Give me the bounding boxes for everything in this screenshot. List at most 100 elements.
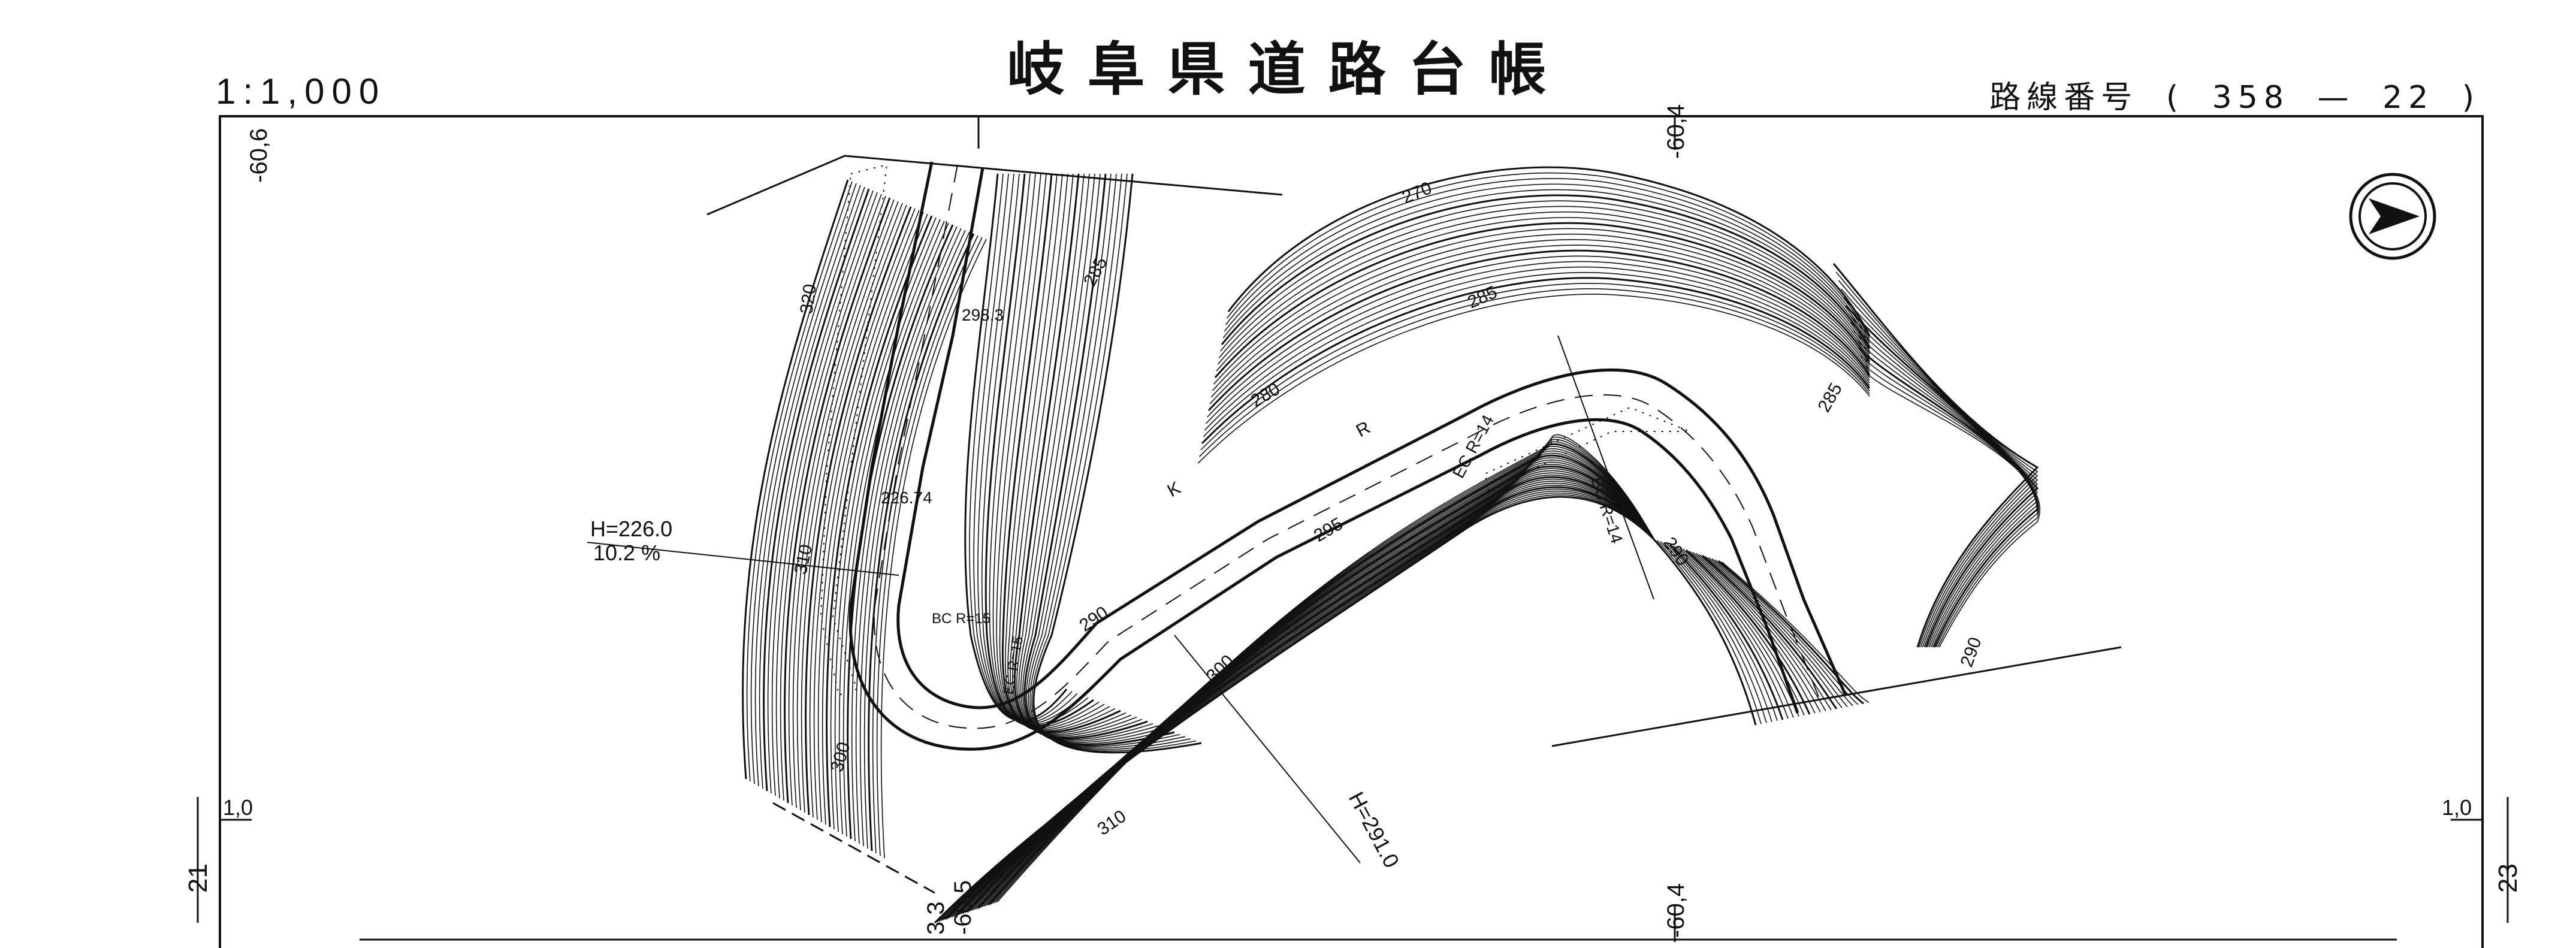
leader-h-left [587,542,899,576]
contour-line [792,201,899,808]
contour-line [1699,554,1832,711]
contour-line [822,213,928,825]
contour-line [868,233,975,852]
contour-line [801,204,907,813]
contour-line [1676,547,1794,718]
map-linework [197,115,2509,942]
road-edge-b [848,161,1799,751]
contour-line [1201,277,1871,445]
contour-line [1692,552,1821,712]
contour-line [1023,173,1175,746]
contour-line [1705,556,1843,708]
contour-line [1026,173,1180,747]
contour-line [1708,557,1848,707]
contours [742,166,2040,924]
contour-line [987,443,1655,905]
contour-line [1221,194,1871,349]
route-number: 路線番号 ( 358 — 22 ) [1983,72,2486,117]
label-h-bottom: H=291.0 [1344,788,1405,872]
grid-label-bottom-left: -60,5 [950,880,976,935]
contour-line [944,486,1655,920]
boundary-top-left [706,155,1283,216]
contour-line [1217,211,1870,365]
contour-line [1835,271,2039,648]
contour-label: 280 [1248,379,1284,411]
contour-line [941,490,1654,921]
contour-line [1216,217,1870,372]
contour-line [847,224,954,840]
contour-line [1197,294,1870,464]
contour-label: 285 [1464,282,1500,313]
label-r: R [1353,418,1374,441]
contour-line [805,206,912,816]
route-dash: — [2317,80,2355,116]
contour-line [1689,551,1816,714]
contour-line [1032,173,1202,754]
contour-line [1207,249,1871,412]
route-prefix: 路線番号 [1989,80,2139,116]
contour-line [855,228,962,844]
contour-line [962,470,1654,914]
contour-line [1218,206,1870,358]
contour-label: 320 [796,283,820,315]
contour-line [1227,172,1870,339]
contour-line [767,190,874,794]
contour-line [1832,263,2039,648]
contour-line [964,468,1654,913]
spot-elevation-b: 226.74 [881,488,932,507]
contour-line [1212,233,1870,391]
road-edge-a [896,167,1847,710]
contour-line [1711,558,1853,707]
contour-line [1845,305,2039,648]
contour-line [1861,355,2039,648]
contour-line [1220,200,1870,352]
contour-line [1225,178,1870,342]
contour-line [1222,189,1870,346]
route-close: ) [2462,80,2480,116]
contour-line [830,217,937,830]
grid-label-top-center: -60,4 [1663,104,1689,159]
grid-label-bottom-left-2: 3,3 [923,901,949,935]
contour-line [834,219,941,832]
contour-line [1672,545,1789,719]
contour-line [1028,173,1186,749]
north-arrow-icon [2349,173,2436,260]
contour-line [947,485,1654,919]
contour-line [872,235,979,854]
contour-line [980,452,1654,908]
contour-line [813,210,920,820]
leader-bc-right [1557,335,1654,600]
contour-line [1206,261,1870,424]
contour-line [1210,239,1870,398]
contour-label: 290 [1957,635,1986,669]
contour-line [1848,313,2039,648]
contour-line [876,237,983,856]
contour-line [977,454,1655,910]
contour-line [1843,297,2039,648]
contour-line [763,188,870,792]
contour-line [1669,544,1784,720]
right-sheet-number: 23 [2493,864,2523,893]
road-centerline [873,164,1822,729]
contour-line [1685,549,1811,715]
label-ec-right: EC R=14 [1449,412,1497,481]
contour-line [1029,173,1191,750]
contour-line [788,199,895,806]
left-sheet-number: 21 [183,864,213,893]
contour-line [1663,542,1772,722]
contour-label: 295 [1310,514,1346,546]
grid-label-top-left: -60,6 [246,128,272,183]
contour-label: 270 [1399,178,1435,207]
contour-line [1840,288,2039,648]
contour-line [1207,255,1870,418]
contour-line [1866,372,2040,648]
contour-line [1718,560,1864,705]
contour-line [754,185,861,787]
contour-line [996,434,1654,902]
boundary-right [1551,646,2122,747]
contour-line [938,493,1654,922]
map-labels: H=226.0 10.2 % 298.3 226.74 BC R=15 EC R… [183,104,2523,938]
contour-line [742,179,849,780]
contour-line [1695,553,1826,712]
